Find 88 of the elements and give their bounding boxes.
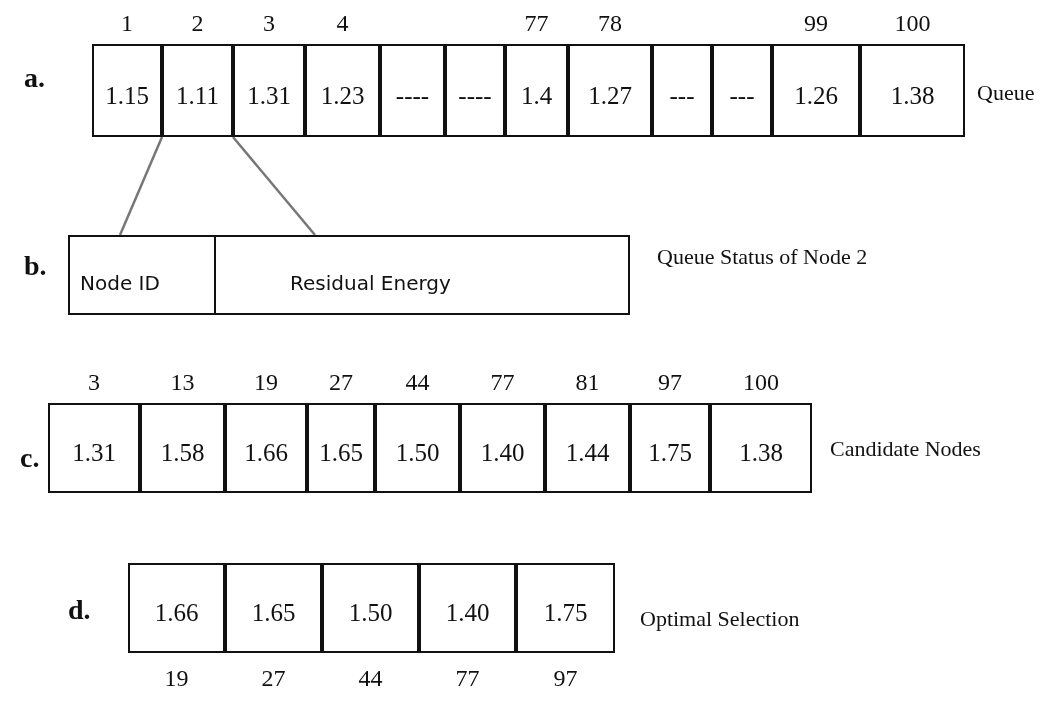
index-number: 27 — [261, 665, 286, 692]
index-number: 19 — [254, 369, 278, 396]
index-number: 77 — [455, 665, 480, 692]
index-number: 97 — [553, 665, 578, 692]
value-cell — [305, 44, 380, 137]
panel-letter: d. — [68, 594, 91, 626]
value-cell — [652, 44, 712, 137]
index-number: 44 — [358, 665, 383, 692]
index-number: 81 — [575, 369, 600, 396]
value-cell — [225, 563, 322, 653]
value-cell — [128, 563, 225, 653]
cell-value: 1.23 — [320, 81, 365, 110]
value-cell — [225, 403, 307, 493]
index-number: 100 — [894, 10, 931, 37]
value-cell — [307, 403, 375, 493]
index-number: 27 — [329, 369, 353, 396]
cell-value: 1.65 — [251, 599, 296, 627]
cell-value: 1.75 — [648, 439, 692, 467]
index-number: 77 — [490, 369, 515, 396]
index-number: 99 — [804, 10, 828, 37]
panel-letter: a. — [24, 62, 45, 94]
index-number: 1 — [121, 10, 133, 37]
value-cell — [92, 44, 162, 137]
field-box — [68, 235, 216, 315]
value-cell — [630, 403, 710, 493]
zoom-line — [232, 136, 316, 236]
panel-letter: c. — [20, 442, 40, 474]
value-cell — [380, 44, 445, 137]
index-number: 3 — [263, 10, 275, 37]
cell-value: 1.27 — [588, 81, 632, 110]
value-cell — [445, 44, 505, 137]
value-cell — [712, 44, 772, 137]
cell-value: 1.65 — [319, 439, 363, 467]
cell-value: 1.58 — [160, 439, 205, 467]
panel-letter: b. — [24, 250, 47, 282]
cell-value: 1.50 — [348, 599, 393, 627]
value-cell — [48, 403, 140, 493]
value-cell — [419, 563, 516, 653]
row-caption: Queue Status of Node 2 — [657, 244, 868, 270]
index-number: 13 — [170, 369, 195, 396]
row-caption: Optimal Selection — [640, 606, 800, 632]
index-number: 44 — [405, 369, 430, 396]
cell-value: 1.26 — [794, 81, 838, 110]
cell-value: 1.11 — [176, 81, 219, 110]
zoom-line — [118, 136, 164, 236]
cell-value: ---- — [395, 81, 430, 110]
value-cell — [772, 44, 860, 137]
index-number: 2 — [191, 10, 204, 37]
cell-value: 1.66 — [244, 439, 288, 467]
value-cell — [460, 403, 545, 493]
cell-value: 1.44 — [565, 439, 610, 467]
value-cell — [710, 403, 812, 493]
index-number: 97 — [658, 369, 682, 396]
value-cell — [322, 563, 419, 653]
value-cell — [233, 44, 305, 137]
value-cell — [140, 403, 225, 493]
row-caption: Candidate Nodes — [830, 436, 981, 462]
index-number: 77 — [524, 10, 549, 37]
cell-value: 1.31 — [72, 439, 116, 467]
value-cell — [505, 44, 568, 137]
index-number: 100 — [743, 369, 779, 396]
field-box — [214, 235, 630, 315]
value-cell — [860, 44, 965, 137]
value-cell — [375, 403, 460, 493]
cell-value: 1.31 — [247, 81, 291, 110]
cell-value: 1.38 — [739, 439, 783, 467]
value-cell — [162, 44, 233, 137]
cell-value: ---- — [458, 81, 492, 110]
value-cell — [516, 563, 615, 653]
field-label: Node ID — [80, 271, 160, 295]
cell-value: 1.40 — [445, 599, 490, 627]
cell-value: 1.40 — [480, 439, 525, 467]
cell-value: --- — [669, 81, 695, 110]
cell-value: 1.15 — [105, 81, 149, 110]
index-number: 4 — [336, 10, 349, 37]
row-caption: Queue — [977, 80, 1035, 106]
cell-value: 1.50 — [395, 439, 440, 467]
cell-value: 1.38 — [890, 81, 935, 110]
cell-value: 1.66 — [154, 599, 199, 627]
value-cell — [545, 403, 630, 493]
field-label: Residual Energy — [290, 271, 451, 295]
index-number: 19 — [164, 665, 189, 692]
cell-value: --- — [729, 81, 755, 110]
index-number: 3 — [88, 369, 100, 396]
cell-value: 1.4 — [520, 81, 553, 110]
value-cell — [568, 44, 652, 137]
cell-value: 1.75 — [543, 599, 588, 627]
index-number: 78 — [598, 10, 622, 37]
